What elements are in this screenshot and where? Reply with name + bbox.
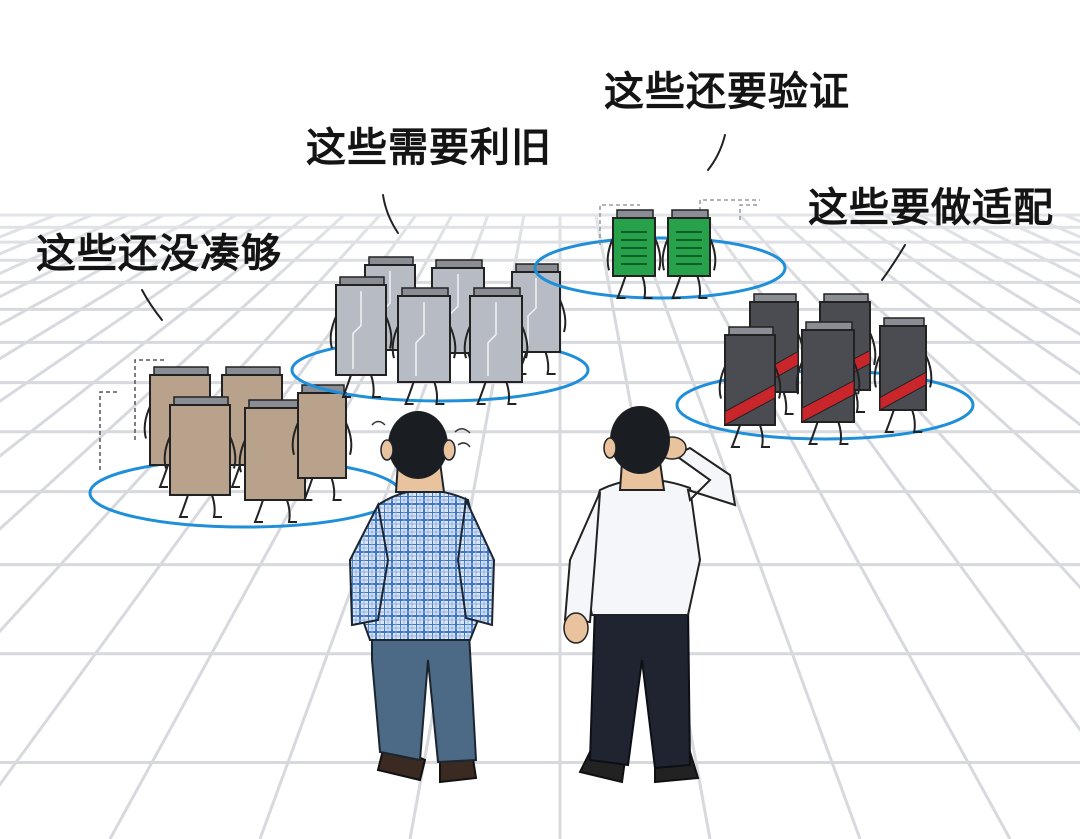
sweat-marks <box>371 420 471 448</box>
grid-line <box>666 214 1012 839</box>
pants-blue <box>371 614 478 764</box>
grid-line <box>0 213 201 327</box>
gpu-card <box>661 209 717 299</box>
gpu-card <box>718 326 782 448</box>
hand-left-2 <box>563 612 589 644</box>
gpu-card <box>329 276 393 398</box>
pants-dark <box>588 604 692 770</box>
pointer-verify <box>707 134 726 171</box>
man-white-shirt <box>563 406 737 784</box>
grid-line <box>0 213 237 361</box>
gpu-card <box>606 209 662 299</box>
caption-adapt: 这些要做适配 <box>808 185 1054 231</box>
gpu-card <box>795 321 861 445</box>
caption-verify: 这些还要验证 <box>604 69 850 115</box>
grid-line <box>883 213 1080 336</box>
pointer-reuse <box>382 194 399 234</box>
card-group-dark <box>675 293 975 448</box>
card-group-green <box>533 199 787 300</box>
card-group-brown <box>88 359 402 529</box>
ring-green <box>533 236 787 300</box>
gpu-card <box>873 317 933 433</box>
shirt-white <box>578 478 702 616</box>
grid-line <box>811 213 1080 427</box>
gpu-card <box>163 396 237 518</box>
arm-left <box>348 501 390 627</box>
grid-line <box>0 213 273 403</box>
pointer-adapt <box>881 244 906 281</box>
card-group-silver <box>290 256 590 405</box>
ear-2 <box>603 437 617 459</box>
grid-line <box>847 213 1080 376</box>
grid-line <box>0 213 382 634</box>
caption-pointers <box>141 134 906 321</box>
gpu-card <box>291 384 353 501</box>
head-hair <box>388 411 448 479</box>
pointer-not-enough <box>141 289 163 321</box>
ear-right <box>442 439 456 461</box>
gpu-card <box>391 287 457 405</box>
ear-left <box>380 439 394 461</box>
gpu-card <box>463 287 529 405</box>
caption-reuse: 这些需要利旧 <box>306 125 552 171</box>
head-hair-2 <box>610 406 670 474</box>
caption-not-enough: 这些还没凑够 <box>36 231 282 277</box>
horizon-fade <box>0 0 1080 300</box>
grid-line <box>0 213 309 458</box>
man-plaid-shirt <box>348 411 496 784</box>
grid-line <box>0 213 346 531</box>
arm-right <box>456 496 496 627</box>
grid-line <box>630 214 862 839</box>
